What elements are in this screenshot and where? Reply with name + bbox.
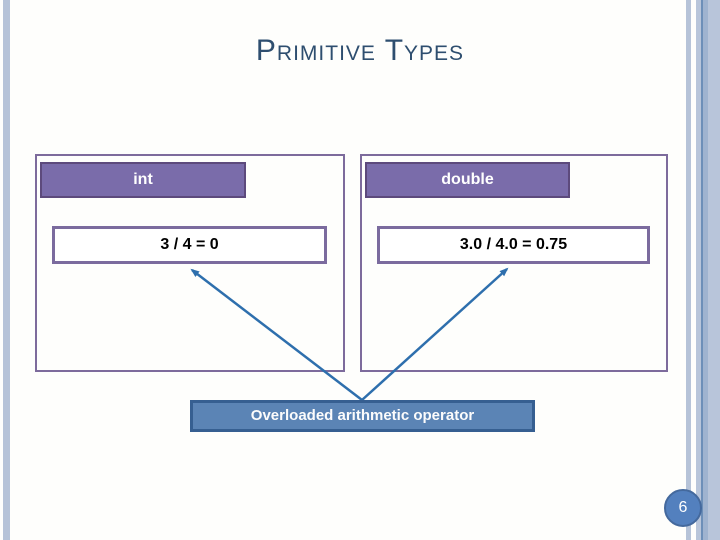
double-panel: double 3.0 / 4.0 = 0.75 [360, 154, 668, 372]
double-header-bar: double [365, 162, 570, 198]
int-result-box: 3 / 4 = 0 [52, 226, 327, 264]
int-header-bar: int [40, 162, 246, 198]
right-edge-stripe-mid-line [703, 0, 708, 540]
page-number: 6 [678, 499, 688, 516]
left-edge-stripe [3, 0, 10, 540]
right-edge-stripe-thin [686, 0, 691, 540]
int-panel: int 3 / 4 = 0 [35, 154, 345, 372]
right-edge-stripe-dark-line [701, 0, 703, 540]
page-number-badge: 6 [664, 489, 702, 527]
right-edge-stripe-band [696, 0, 720, 540]
callout-box: Overloaded arithmetic operator [190, 400, 535, 432]
double-result-box: 3.0 / 4.0 = 0.75 [377, 226, 650, 264]
slide-title: Primitive Types [255, 34, 465, 67]
